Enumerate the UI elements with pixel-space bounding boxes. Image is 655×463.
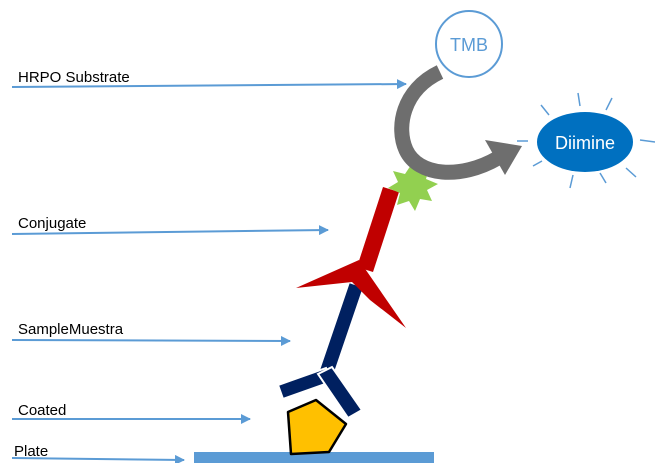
plate-bar: [194, 452, 434, 463]
arrow-sample: [11, 335, 291, 346]
glow-rays: [517, 92, 655, 189]
capture-antibody: [276, 280, 366, 420]
arrow-plate: [11, 454, 185, 463]
diimine-text: Diimine: [555, 133, 615, 153]
conjugate-antibody: [296, 187, 406, 328]
arrow-hrpo-substrate: [11, 79, 407, 90]
substrate-arrow-head: [485, 140, 522, 175]
label-hrpo-substrate: HRPO Substrate: [18, 69, 130, 86]
substrate-conversion-arrow: [394, 65, 502, 180]
tmb-bubble: TMB: [435, 10, 503, 78]
tmb-text: TMB: [450, 35, 488, 55]
label-plate: Plate: [14, 443, 48, 460]
diimine-bubble: Diimine: [517, 92, 655, 189]
label-conjugate: Conjugate: [18, 215, 86, 232]
coated-antigen-pentagon: [286, 398, 348, 456]
arrow-conjugate: [11, 225, 329, 236]
label-sample: SampleMuestra: [18, 321, 124, 338]
label-coated: Coated: [18, 402, 66, 419]
